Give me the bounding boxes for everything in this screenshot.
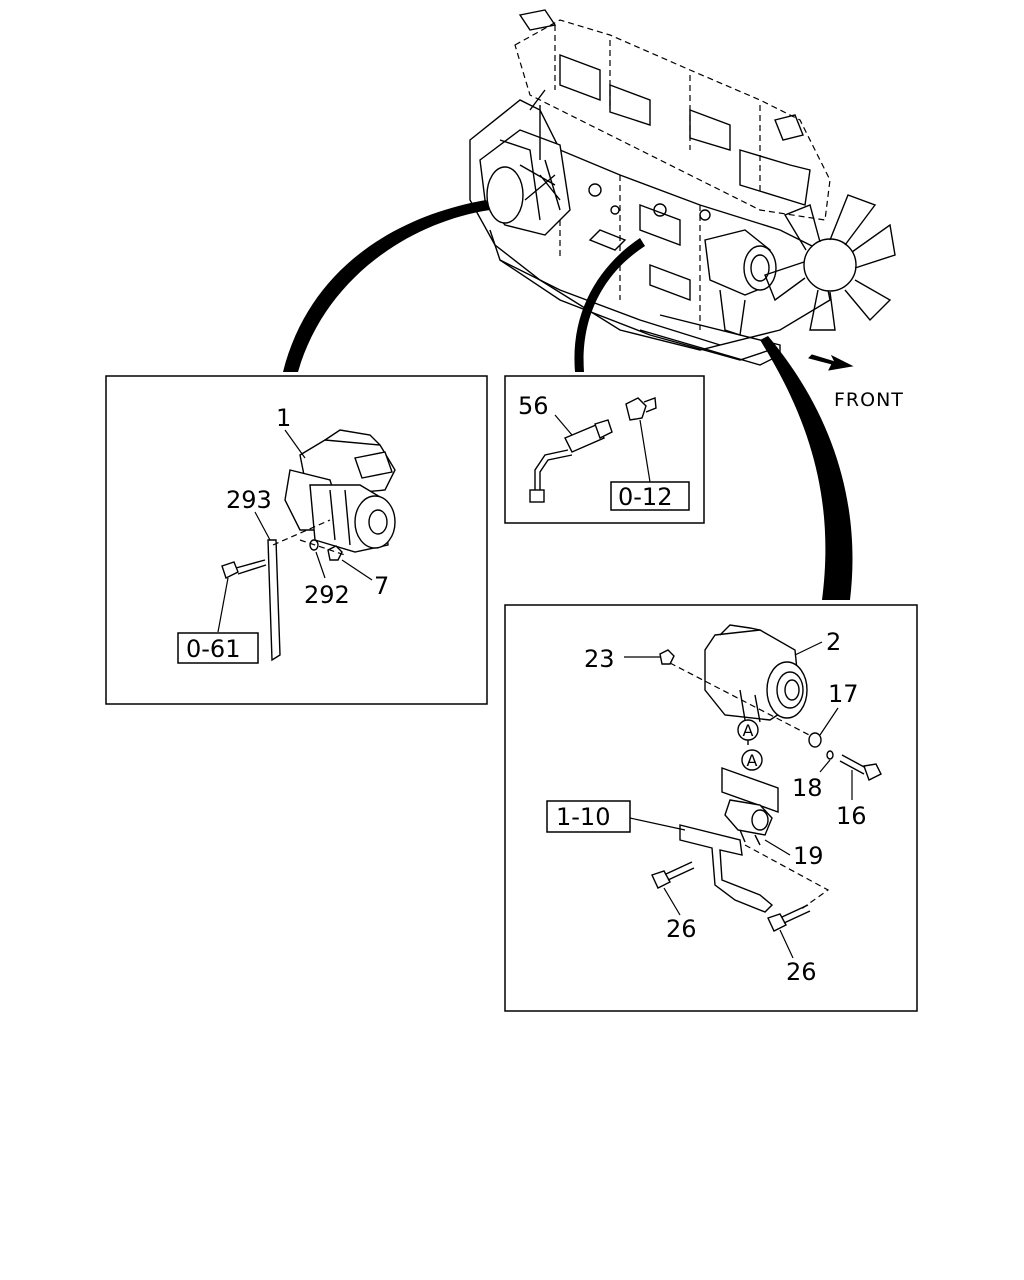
marker-a-2 [741, 749, 763, 771]
engine-fan [764, 194, 896, 331]
callout-16: 16 [836, 802, 867, 830]
front-direction-indicator: FRONT [808, 354, 904, 411]
sensor-panel [504, 375, 705, 524]
callout-1: 1 [276, 404, 291, 432]
bolt-16 [839, 754, 867, 775]
leader-292 [315, 551, 326, 579]
leader-26b [779, 929, 794, 959]
leader-2 [794, 641, 823, 656]
leader-110 [629, 817, 686, 831]
starter-motor [284, 429, 396, 553]
bracket-19 [724, 799, 773, 846]
nut-23 [659, 649, 675, 665]
leader-293 [254, 511, 271, 541]
leader-26a [663, 887, 681, 916]
bolt-26-left [651, 861, 695, 889]
callout-293: 293 [226, 486, 272, 514]
ref-012: 0-12 [618, 483, 672, 511]
starter-panel [105, 375, 488, 705]
marker-a-1-label: A [743, 721, 754, 740]
ref-box-110 [546, 800, 631, 833]
connector-sensor [574, 238, 645, 372]
leader-19 [764, 839, 791, 856]
callout-2: 2 [826, 628, 841, 656]
adapter-012 [625, 397, 647, 421]
leader-1 [284, 429, 306, 459]
front-arrow-icon [808, 354, 854, 371]
callout-292: 292 [304, 581, 350, 609]
washer-17 [808, 732, 822, 748]
engine-assembly [469, 9, 896, 366]
callout-26b: 26 [786, 958, 817, 986]
callout-19: 19 [793, 842, 824, 870]
washer-18 [826, 750, 834, 760]
callout-18: 18 [792, 774, 823, 802]
sensor-56 [529, 419, 613, 503]
leader-061 [217, 577, 229, 633]
connector-alternator [760, 336, 853, 600]
callout-26a: 26 [666, 915, 697, 943]
nut-7 [327, 545, 343, 561]
marker-a-2-label: A [747, 751, 758, 770]
leader-18 [819, 759, 831, 773]
bolt-061 [221, 561, 239, 579]
marker-a-1 [737, 719, 759, 741]
callout-56: 56 [518, 392, 549, 420]
ref-box-012 [610, 481, 690, 511]
front-label: FRONT [834, 389, 904, 411]
bolt-26-right [767, 904, 811, 932]
adjusting-bracket [679, 824, 774, 913]
leader-17 [819, 707, 839, 736]
callout-17: 17 [828, 680, 859, 708]
leader-012 [639, 419, 651, 483]
ref-061: 0-61 [186, 635, 240, 663]
mounting-plate [721, 767, 779, 813]
callout-7: 7 [374, 572, 389, 600]
leader-7 [341, 559, 373, 581]
ref-box-061 [177, 632, 259, 664]
alternator-panel [504, 604, 918, 1012]
leader-56 [554, 414, 573, 436]
earth-strap [267, 539, 281, 662]
ref-110: 1-10 [556, 803, 610, 831]
connector-starter [283, 200, 490, 372]
alternator-2 [704, 624, 808, 723]
callout-23: 23 [584, 645, 615, 673]
